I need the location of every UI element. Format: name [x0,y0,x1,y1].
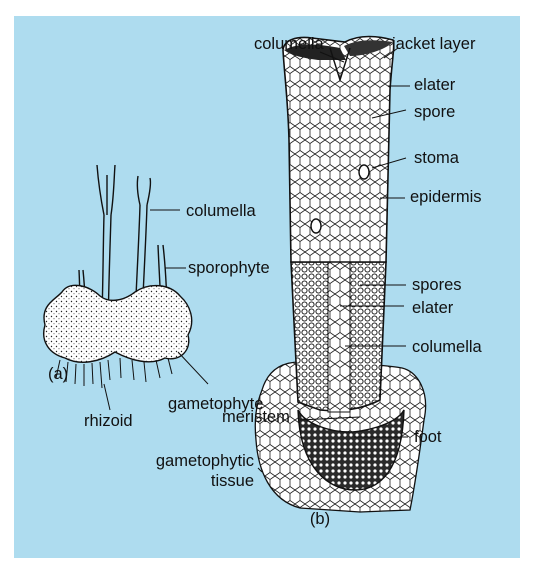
label-epidermis: epidermis [410,188,482,206]
label-columella-top: columella [254,35,324,53]
part-a-drawing [44,165,208,410]
label-meristem: meristem [222,408,290,426]
label-elater-top: elater [414,76,455,94]
label-jacket-layer: jacket layer [392,35,475,53]
label-gametophytic-line1: gametophytic [134,452,254,470]
label-spores: spores [412,276,462,294]
label-sporophyte: sporophyte [188,259,270,277]
label-rhizoid: rhizoid [84,412,133,430]
label-columella-mid: columella [412,338,482,356]
label-columella-a: columella [186,202,256,220]
label-gametophytic-line2: tissue [134,472,254,490]
label-elater-mid: elater [412,299,453,317]
label-spore: spore [414,103,455,121]
label-part-b-tag: (b) [300,510,340,528]
part-b-drawing [255,37,425,513]
label-part-a-tag: (a) [48,365,68,383]
label-stoma: stoma [414,149,459,167]
label-foot: foot [414,428,442,446]
